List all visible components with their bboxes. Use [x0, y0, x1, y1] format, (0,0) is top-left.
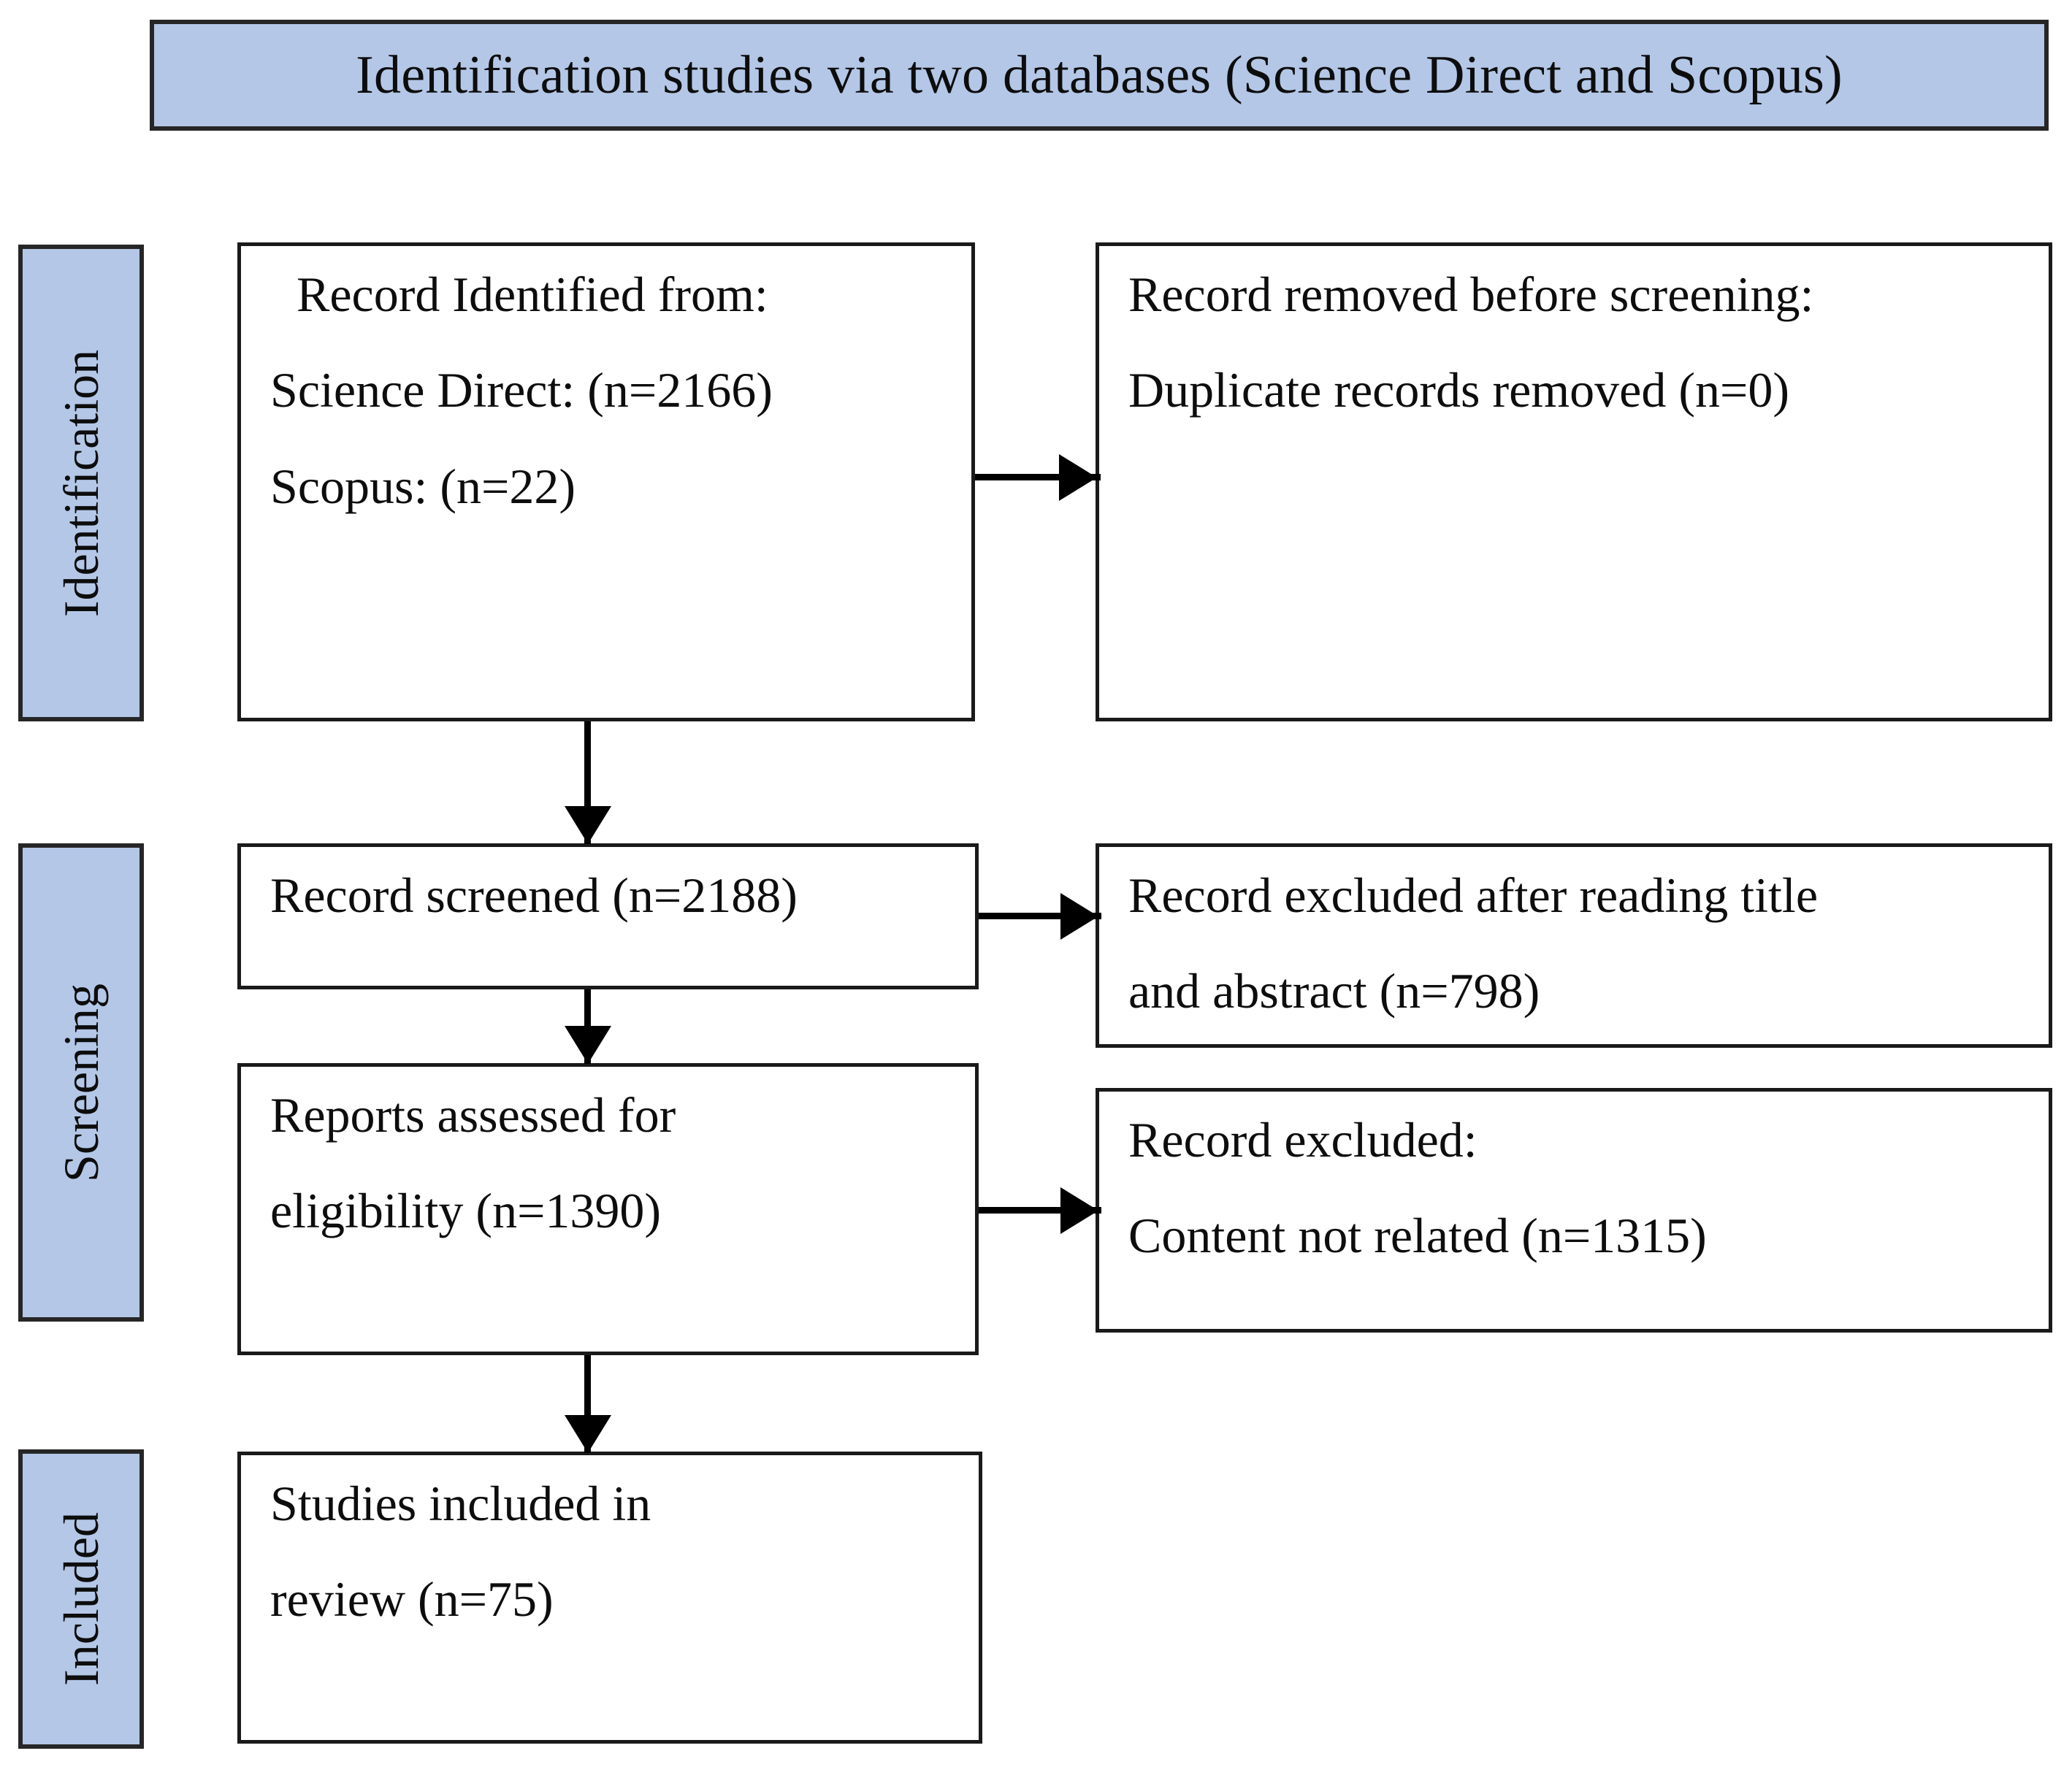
stage-label-identification-text: Identification [53, 349, 110, 617]
box-records-excluded-content: Record excluded: Content not related (n=… [1096, 1088, 2052, 1333]
box-reports-assessed-eligibility-heading: Reports assessed for [270, 1087, 676, 1143]
stage-label-screening-text: Screening [53, 983, 109, 1182]
stage-label-screening: Screening [18, 843, 144, 1322]
diagram-title-banner: Identification studies via two databases… [150, 20, 2049, 131]
box-records-identified-source-scopus: Scopus: (n=22) [270, 458, 576, 514]
arrow-shaft [979, 913, 1101, 919]
box-records-removed-heading: Record removed before screening: [1128, 267, 1814, 322]
stage-label-identification: Identification [18, 245, 144, 721]
stage-label-included-text: Included [53, 1512, 109, 1686]
arrowhead-down-icon [565, 1415, 611, 1453]
box-records-identified-source-science-direct: Science Direct: (n=2166) [270, 362, 773, 418]
box-studies-included-count: review (n=75) [270, 1571, 554, 1628]
box-records-excluded-title-abstract-heading: Record excluded after reading title [1128, 867, 1818, 923]
arrowhead-right-icon [1059, 454, 1097, 501]
box-reports-assessed-eligibility-count: eligibility (n=1390) [270, 1183, 662, 1239]
arrowhead-right-icon [1060, 1187, 1098, 1234]
diagram-title: Identification studies via two databases… [356, 45, 1843, 105]
box-studies-included-heading: Studies included in [270, 1476, 651, 1531]
box-studies-included: Studies included in review (n=75) [237, 1452, 982, 1744]
box-records-screened-heading: Record screened (n=2188) [270, 867, 798, 923]
arrowhead-down-icon [565, 806, 611, 844]
arrowhead-down-icon [565, 1026, 611, 1064]
stage-label-included: Included [18, 1449, 144, 1749]
box-records-excluded-title-abstract-count: and abstract (n=798) [1128, 963, 1540, 1019]
box-records-excluded-content-count: Content not related (n=1315) [1128, 1208, 1707, 1264]
arrowhead-right-icon [1060, 893, 1098, 940]
box-reports-assessed-eligibility: Reports assessed for eligibility (n=1390… [237, 1063, 979, 1355]
arrow-shaft [584, 1355, 591, 1453]
arrow-shaft [584, 721, 591, 844]
box-records-excluded-title-abstract: Record excluded after reading title and … [1096, 843, 2052, 1048]
box-records-screened: Record screened (n=2188) [237, 843, 979, 989]
box-records-identified: Record Identified from: Science Direct: … [237, 242, 975, 721]
box-records-excluded-content-heading: Record excluded: [1128, 1112, 1477, 1168]
box-records-removed-duplicates: Duplicate records removed (n=0) [1128, 362, 1789, 418]
arrow-shaft [975, 474, 1101, 480]
arrow-shaft [979, 1207, 1101, 1214]
box-records-removed: Record removed before screening: Duplica… [1096, 242, 2052, 721]
box-records-identified-heading: Record Identified from: [297, 267, 768, 322]
